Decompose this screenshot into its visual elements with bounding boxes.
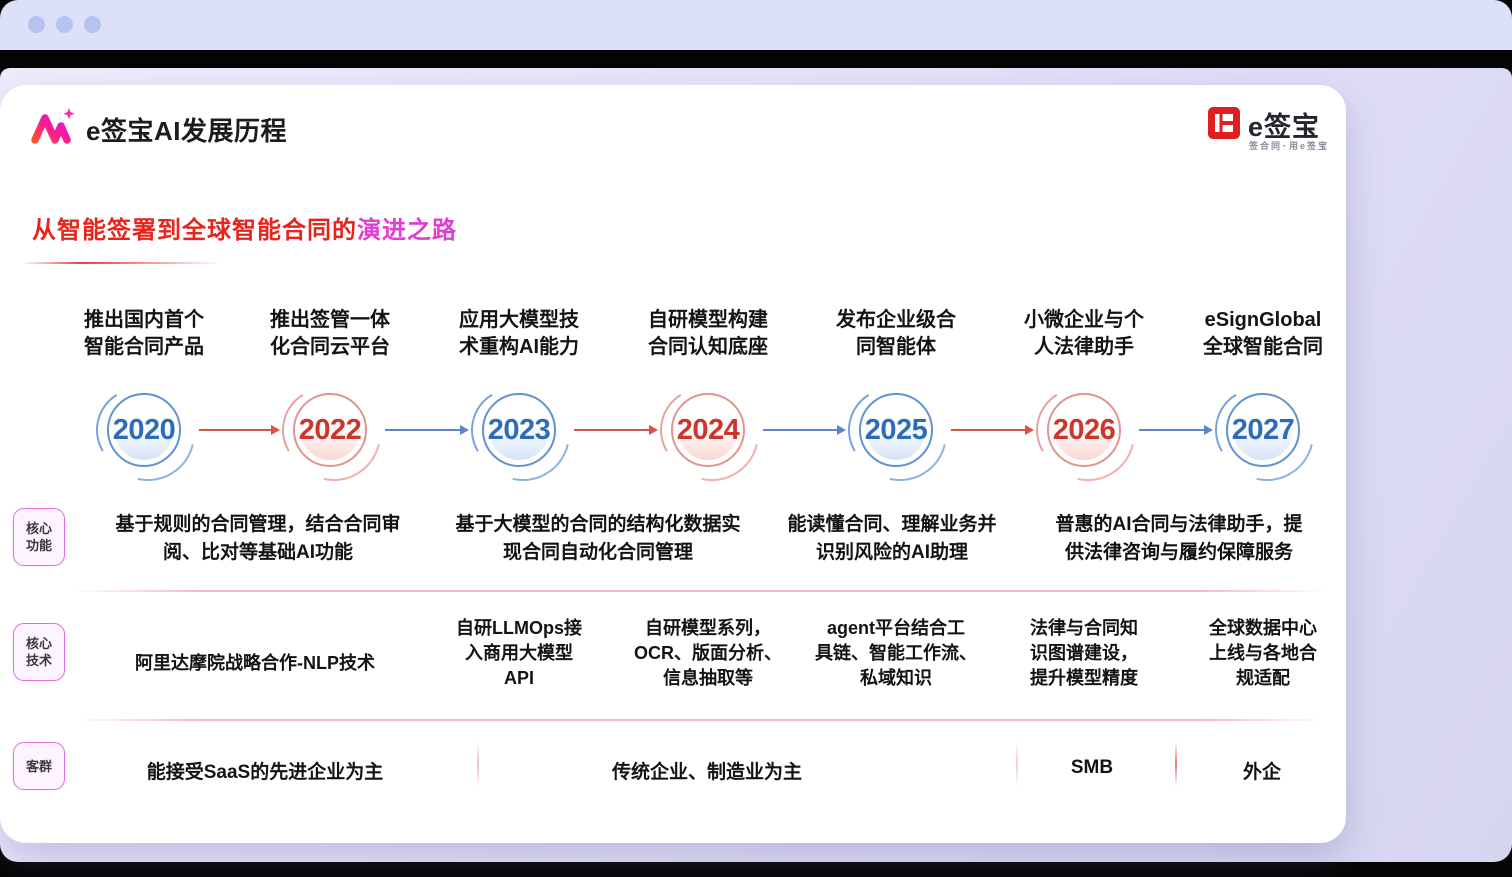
core-tech-cell-2026: 法律与合同知 识图谱建设， 提升模型精度 — [1030, 618, 1138, 688]
core-tech-cell-2024: 自研模型系列， OCR、版面分析、 信息抽取等 — [634, 618, 782, 688]
year-circle: 2020 — [107, 393, 181, 467]
core-functions-cell-2023-2024: 基于大模型的合同的结构化数据实 现合同自动化合同管理 — [455, 514, 741, 563]
subtitle-underline — [22, 262, 222, 264]
customers-divider — [1016, 741, 1018, 787]
core-tech-cell-2027: 全球数据中心 上线与各地合 规适配 — [1209, 618, 1317, 688]
arrow-icon — [574, 425, 658, 435]
page-title: e签宝AI发展历程 — [86, 116, 287, 146]
customers-cell-2023-2025: 传统企业、制造业为主 — [611, 762, 802, 783]
page-background: e签宝AI发展历程 e签宝 签合同·用e签宝 从智能签署到全球智能合同的演进之路… — [0, 68, 1512, 862]
row-divider — [72, 590, 1327, 592]
brand-name: e签宝 — [1248, 112, 1321, 142]
window-control-dot[interactable] — [84, 16, 101, 33]
slide-subtitle: 从智能签署到全球智能合同的演进之路 — [32, 210, 457, 245]
core-tech-cell-2020-2022: 阿里达摩院战略合作-NLP技术 — [135, 653, 375, 673]
year-circle: 2025 — [859, 393, 933, 467]
core-tech-cell-2025: agent平台结合工 具链、智能工作流、 私域知识 — [815, 618, 977, 688]
customers-cell-2027: 外企 — [1242, 762, 1281, 783]
ai-logo-icon — [30, 107, 76, 150]
timeline-node-2022: 2022 — [269, 369, 399, 499]
timeline-heading-2020: 推出国内首个 智能合同产品 — [84, 309, 204, 358]
year-circle: 2022 — [293, 393, 367, 467]
core-functions-cell-2026-2027: 普惠的AI合同与法律助手，提 供法律咨询与履约保障服务 — [1055, 514, 1303, 563]
arrow-icon — [385, 425, 469, 435]
timeline-heading-2023: 应用大模型技 术重构AI能力 — [459, 309, 579, 358]
brand-tagline-sep: · — [1283, 141, 1289, 151]
customers-cell-2026: SMB — [1070, 757, 1114, 778]
row-label-core-tech: 核心 技术 — [13, 623, 65, 681]
timeline-node-2025: 2025 — [835, 369, 965, 499]
timeline-heading-2022: 推出签管一体 化合同云平台 — [270, 309, 390, 358]
esign-logo-icon — [1208, 107, 1240, 144]
customers-divider — [1175, 741, 1177, 787]
core-functions-cell-2020-2022: 基于规则的合同管理，结合合同审 阅、比对等基础AI功能 — [115, 514, 401, 563]
year-circle: 2024 — [671, 393, 745, 467]
year-circle: 2023 — [482, 393, 556, 467]
sparkle-icon — [63, 108, 75, 120]
slide-card: e签宝AI发展历程 e签宝 签合同·用e签宝 从智能签署到全球智能合同的演进之路… — [0, 85, 1346, 843]
arrow-icon — [199, 425, 280, 435]
row-divider — [72, 719, 1327, 721]
window-controls — [28, 16, 101, 33]
subtitle-main: 从智能签署到全球智能合同的 — [32, 217, 357, 244]
timeline-heading-2025: 发布企业级合 同智能体 — [836, 309, 956, 358]
arrow-icon — [951, 425, 1034, 435]
timeline-node-2026: 2026 — [1023, 369, 1153, 499]
year-circle: 2026 — [1047, 393, 1121, 467]
year-circle: 2027 — [1226, 393, 1300, 467]
brand-tagline-right: 用e签宝 — [1289, 141, 1330, 151]
timeline-node-2020: 2020 — [83, 369, 213, 499]
arrow-icon — [1139, 425, 1213, 435]
arrow-icon — [763, 425, 846, 435]
row-label-core-functions: 核心 功能 — [13, 508, 65, 566]
brand-tagline: 签合同·用e签宝 — [1249, 139, 1329, 152]
subtitle-highlight: 演进之路 — [357, 217, 457, 244]
window-titlebar — [0, 0, 1512, 50]
window-control-dot[interactable] — [56, 16, 73, 33]
timeline-node-2027: 2027 — [1202, 369, 1332, 499]
timeline-heading-2026: 小微企业与个 人法律助手 — [1024, 309, 1144, 358]
window-control-dot[interactable] — [28, 16, 45, 33]
timeline-node-2024: 2024 — [647, 369, 777, 499]
timeline-node-2023: 2023 — [458, 369, 588, 499]
customers-cell-2020-2022: 能接受SaaS的先进企业为主 — [146, 762, 384, 783]
core-functions-cell-2025: 能读懂合同、理解业务并 识别风险的AI助理 — [787, 514, 997, 563]
timeline-heading-2024: 自研模型构建 合同认知底座 — [648, 309, 768, 358]
core-tech-cell-2023: 自研LLMOps接 入商用大模型 API — [456, 618, 582, 688]
row-label-customers: 客群 — [13, 742, 65, 790]
timeline-heading-2027: eSignGlobal 全球智能合同 — [1203, 309, 1323, 358]
customers-divider — [477, 741, 479, 787]
brand-tagline-left: 签合同 — [1249, 141, 1283, 151]
